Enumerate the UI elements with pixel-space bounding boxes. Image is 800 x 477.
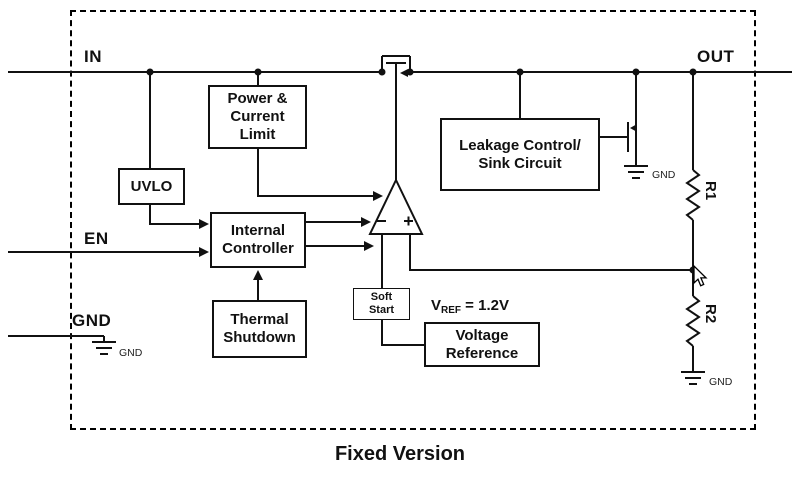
pass-fet-arrow-icon (400, 69, 408, 77)
diagram-title: Fixed Version (334, 443, 466, 465)
arrowheads (199, 69, 637, 280)
feedback-wire (409, 234, 693, 271)
r2-ground-icon (681, 371, 705, 385)
resistor-label-r1: R1 (702, 181, 719, 201)
gnd-pin-ground-icon (8, 335, 116, 355)
ic-boundary-dashed-box (70, 10, 756, 430)
sink-fet-arrow-icon (630, 124, 637, 132)
pin-label-en: EN (84, 229, 109, 248)
pin-label-in: IN (84, 47, 102, 66)
resistor-r2-icon (685, 295, 701, 347)
block-soft-start: Soft Start (353, 288, 410, 320)
pcl-to-amp-wire (257, 149, 374, 197)
gnd-small-label-sink: GND (652, 169, 676, 181)
sink-transistor-icon (627, 72, 637, 166)
mouse-cursor (693, 264, 708, 287)
vref-value-label: VREF = 1.2V (431, 297, 509, 316)
vref-value: = 1.2V (461, 297, 509, 314)
block-voltage-reference: Voltage Reference (424, 322, 540, 367)
sink-ground-icon (624, 165, 648, 179)
gnd-small-label-left: GND (119, 347, 143, 359)
pin-label-out: OUT (697, 47, 735, 66)
gnd-small-label-r2: GND (709, 376, 733, 388)
error-amplifier-icon (368, 177, 424, 235)
pin-label-gnd: GND (72, 311, 112, 330)
resistor-label-r2: R2 (702, 304, 719, 324)
softstart-to-vref-wire (381, 320, 424, 346)
block-internal-controller: Internal Controller (210, 212, 306, 268)
block-power-current-limit: Power & Current Limit (208, 85, 307, 149)
uvlo-to-controller-wire (149, 205, 200, 225)
block-thermal-shutdown: Thermal Shutdown (212, 300, 307, 358)
wire-group (8, 55, 792, 385)
resistor-r1-icon (685, 169, 701, 221)
pass-transistor-icon (381, 55, 411, 180)
vref-subscript: REF (441, 305, 462, 316)
block-leakage-control: Leakage Control/ Sink Circuit (440, 118, 600, 191)
vref-symbol: V (431, 297, 442, 314)
block-uvlo: UVLO (118, 168, 185, 205)
